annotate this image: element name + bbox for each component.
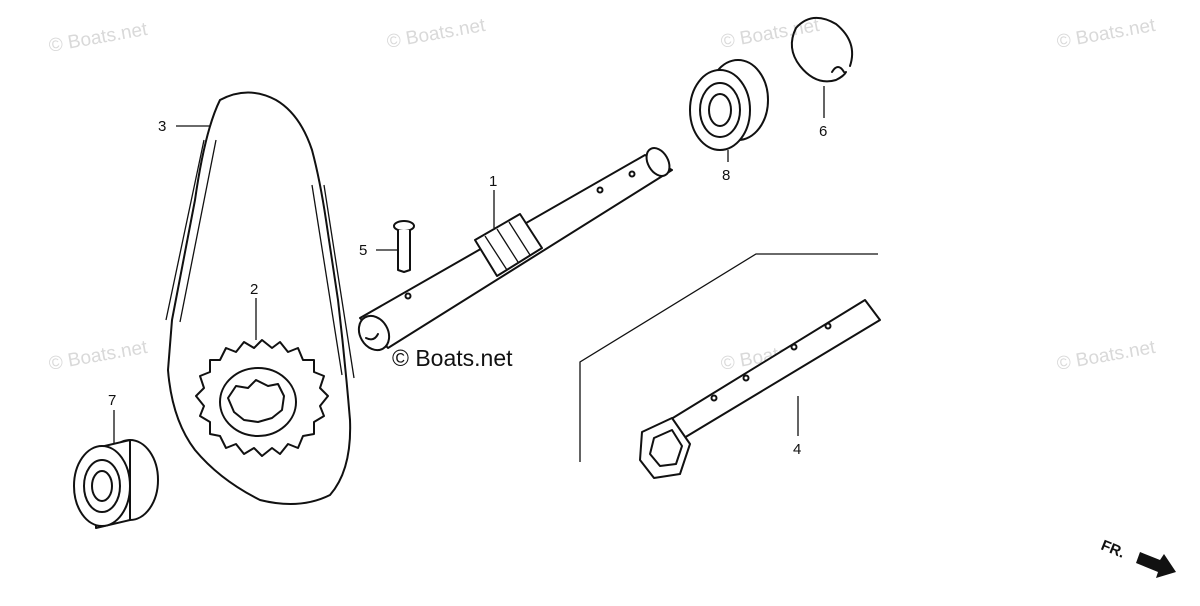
callout-8: 8 [722,167,730,184]
drive-chain [165,91,355,505]
watermark: © Boats.net [47,19,149,57]
hex-sleeve [579,253,881,479]
watermark: © Boats.net [1055,337,1157,375]
callout-3: 3 [158,118,166,135]
snap-ring [790,17,854,83]
shaft [357,147,673,352]
front-direction-indicator: FR. [1099,537,1176,578]
callout-5: 5 [359,242,367,259]
pin [393,220,415,273]
bearing-left [73,439,159,529]
brand-label: © Boats.net [392,345,513,371]
callout-1: 1 [489,173,497,190]
watermark: © Boats.net [1055,15,1157,53]
callout-6: 6 [819,123,827,140]
direction-label: FR. [1099,537,1128,562]
bearing-top [689,59,769,151]
callout-4: 4 [793,441,801,458]
callout-2: 2 [250,281,258,298]
callout-7: 7 [108,392,116,409]
watermark: © Boats.net [47,337,149,375]
arrow-right-icon [1136,552,1176,578]
watermark: © Boats.net [385,15,487,53]
drive-sprocket [195,339,329,457]
leader-lines [113,86,825,444]
